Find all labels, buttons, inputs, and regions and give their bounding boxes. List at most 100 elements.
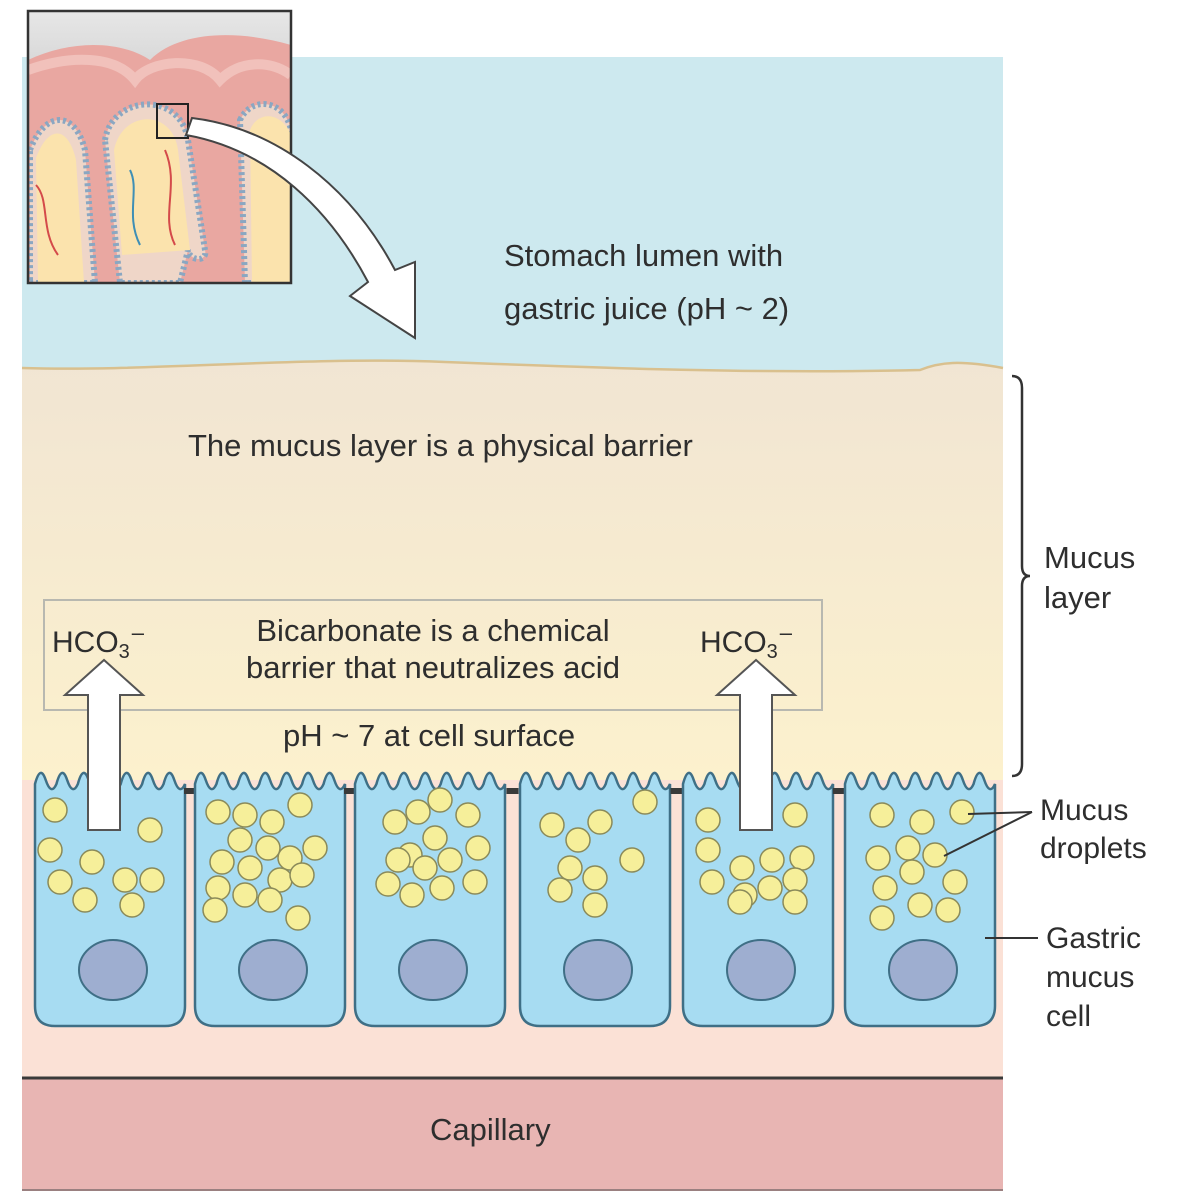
mucus-droplet bbox=[619, 847, 645, 873]
hco3-subscript: 3 bbox=[766, 641, 778, 663]
bicarbonate-box bbox=[43, 599, 823, 711]
mucus-droplet bbox=[232, 882, 258, 908]
cell-nucleus bbox=[78, 939, 148, 1001]
lumen-label-line-1: Stomach lumen with bbox=[504, 238, 784, 273]
mucus-droplet bbox=[872, 875, 898, 901]
gastric-cell-label-line-1: Gastric bbox=[1046, 922, 1142, 955]
mucus-droplet bbox=[455, 802, 481, 828]
capillary-label: Capillary bbox=[430, 1112, 551, 1147]
mucus-droplet bbox=[119, 892, 145, 918]
mucus-droplet bbox=[942, 869, 968, 895]
cell-nucleus bbox=[238, 939, 308, 1001]
mucus-droplets-label-line-1: Mucus bbox=[1040, 794, 1129, 827]
mucus-droplet bbox=[285, 905, 311, 931]
mucus-droplet bbox=[257, 887, 283, 913]
mucus-droplet bbox=[587, 809, 613, 835]
mucus-droplet bbox=[72, 887, 98, 913]
gastric-mucus-cell bbox=[193, 771, 347, 1028]
mucus-droplet bbox=[557, 855, 583, 881]
mucus-droplet bbox=[37, 837, 63, 863]
gastric-mucus-cell bbox=[681, 771, 835, 1028]
gastric-mucus-cell bbox=[518, 771, 672, 1028]
mucus-droplet bbox=[302, 835, 328, 861]
hco3-base: HCO bbox=[52, 626, 119, 659]
mucus-droplet bbox=[869, 802, 895, 828]
mucus-droplet bbox=[427, 787, 453, 813]
mucus-droplet bbox=[289, 862, 315, 888]
tight-junction bbox=[344, 788, 356, 794]
bicarbonate-arrow-right bbox=[714, 658, 798, 831]
bicarbonate-arrow-left bbox=[62, 658, 146, 831]
mucus-droplet bbox=[137, 817, 163, 843]
tight-junction bbox=[833, 788, 845, 794]
mucus-droplet bbox=[405, 799, 431, 825]
mucus-droplet bbox=[112, 867, 138, 893]
mucus-droplet bbox=[539, 812, 565, 838]
mucus-surface-line bbox=[21, 359, 1004, 373]
droplet-leader-1 bbox=[967, 811, 1033, 815]
cell-nucleus bbox=[398, 939, 468, 1001]
mucus-droplet bbox=[209, 849, 235, 875]
tight-junction bbox=[506, 788, 519, 794]
mucus-layer-label-line-2: layer bbox=[1044, 580, 1112, 615]
mucus-droplet bbox=[782, 802, 808, 828]
mucus-droplet bbox=[895, 835, 921, 861]
mucus-droplet bbox=[695, 807, 721, 833]
ph-surface-label: pH ~ 7 at cell surface bbox=[283, 718, 576, 753]
mucus-droplet bbox=[465, 835, 491, 861]
mucus-droplet bbox=[429, 875, 455, 901]
mucus-droplet bbox=[237, 855, 263, 881]
cell-nucleus bbox=[726, 939, 796, 1001]
gastric-mucus-cell bbox=[33, 771, 187, 1028]
hco3-charge: – bbox=[779, 620, 793, 645]
mucus-droplet bbox=[909, 809, 935, 835]
mucus-droplet bbox=[205, 875, 231, 901]
mucus-droplet bbox=[227, 827, 253, 853]
mucus-droplet bbox=[582, 865, 608, 891]
mucus-droplet bbox=[727, 889, 753, 915]
mucus-droplet bbox=[399, 882, 425, 908]
mucus-droplet bbox=[287, 792, 313, 818]
mucus-droplet bbox=[412, 855, 438, 881]
mucus-droplet bbox=[382, 809, 408, 835]
mucus-droplet bbox=[202, 897, 228, 923]
mucus-droplet bbox=[437, 847, 463, 873]
mucus-droplet bbox=[935, 897, 961, 923]
mucus-droplet bbox=[759, 847, 785, 873]
gastric-cell-label-line-3: cell bbox=[1046, 1000, 1092, 1033]
hco3-label-left: HCO3– bbox=[52, 616, 144, 669]
mucus-droplet bbox=[255, 835, 281, 861]
mucus-droplet bbox=[757, 875, 783, 901]
mucus-droplet bbox=[259, 809, 285, 835]
hco3-subscript: 3 bbox=[118, 641, 130, 663]
mucus-droplet bbox=[869, 905, 895, 931]
capillary-region bbox=[22, 1078, 1003, 1190]
mucus-droplet bbox=[782, 889, 808, 915]
mucus-droplet bbox=[42, 797, 68, 823]
mucus-droplet bbox=[789, 845, 815, 871]
lumen-label-line-2: gastric juice (pH ~ 2) bbox=[504, 291, 790, 326]
mucus-droplet bbox=[565, 827, 591, 853]
mucus-droplet bbox=[79, 849, 105, 875]
mucus-droplet bbox=[422, 825, 448, 851]
bicarbonate-label-line-2: barrier that neutralizes acid bbox=[246, 650, 620, 685]
cell-body bbox=[353, 771, 507, 1028]
cell-nucleus bbox=[563, 939, 633, 1001]
mucus-droplet bbox=[899, 859, 925, 885]
mucus-droplet bbox=[699, 869, 725, 895]
gastric-cell-label-line-2: mucus bbox=[1046, 961, 1135, 994]
tight-junction bbox=[184, 788, 196, 794]
mucus-droplet bbox=[922, 842, 948, 868]
gastric-mucus-cell bbox=[843, 771, 997, 1028]
mucus-barrier-label: The mucus layer is a physical barrier bbox=[188, 428, 693, 463]
mucus-droplet bbox=[865, 845, 891, 871]
mucus-layer-bracket bbox=[1011, 374, 1031, 778]
mucus-droplet bbox=[47, 869, 73, 895]
mucus-droplet bbox=[729, 855, 755, 881]
mucus-droplet bbox=[949, 799, 975, 825]
mucus-droplet bbox=[782, 867, 808, 893]
mucus-droplet bbox=[205, 799, 231, 825]
mucus-droplet bbox=[462, 869, 488, 895]
mucus-droplet bbox=[547, 877, 573, 903]
